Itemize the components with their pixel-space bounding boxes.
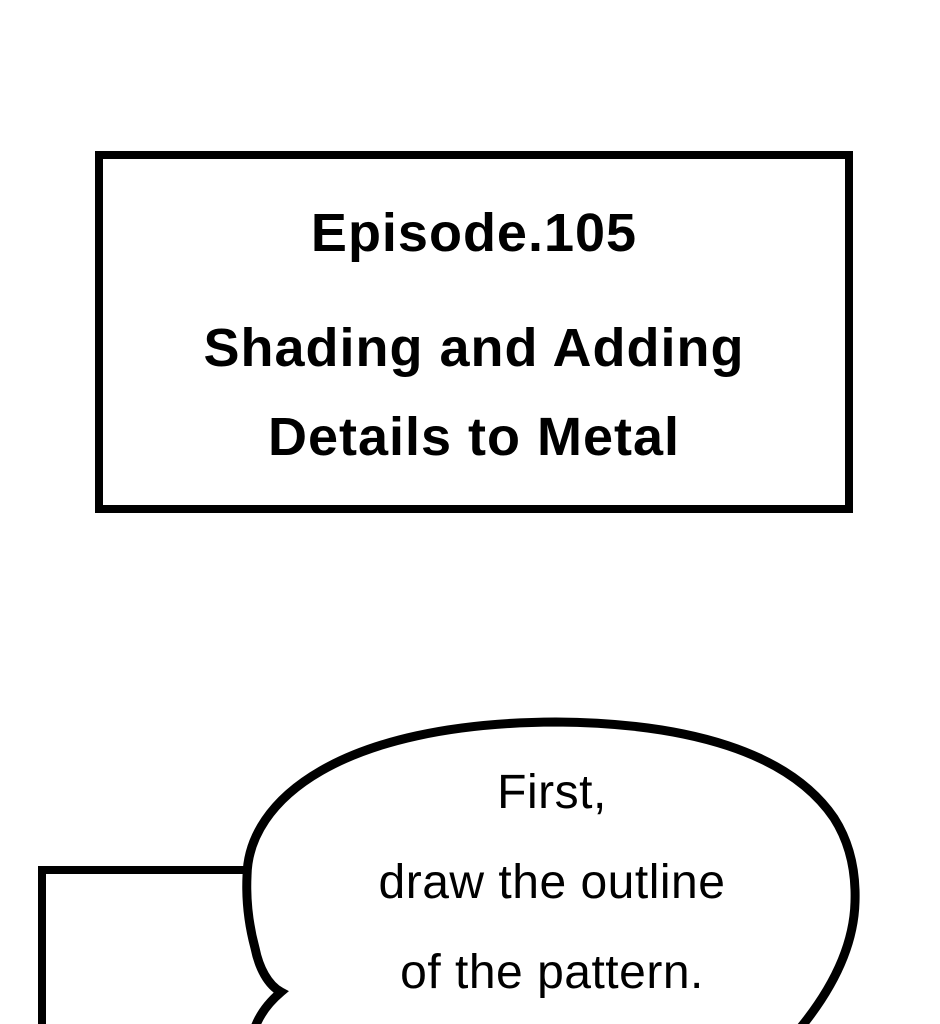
speech-bubble [242,717,860,1024]
episode-title-panel: Episode.105 Shading and Adding Details t… [95,151,853,513]
panel-border [38,866,270,1024]
episode-title-line-2: Details to Metal [267,407,681,467]
speech-line-2: draw the outline [378,856,726,909]
speech-bubble-text: First, draw the outline of the pattern. [252,748,852,1018]
speech-line-1: First, [497,766,607,819]
speech-line-3: of the pattern. [400,946,704,999]
episode-number: Episode.105 [310,203,638,263]
episode-title-line-1: Shading and Adding [203,318,745,378]
